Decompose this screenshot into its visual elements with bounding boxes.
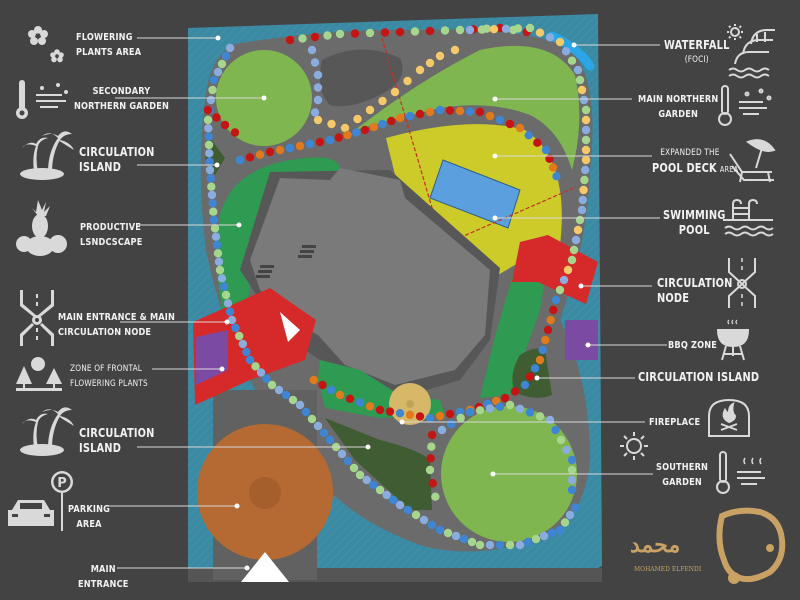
label-parking-area: PARKING AREA [68,502,110,532]
label-main-northern-garden: MAIN NORTHERN GARDEN [638,92,718,122]
label-line: MAIN NORTHERN [638,94,719,105]
label-line: FLOWERING PLANTS [70,379,148,389]
label-southern-garden: SOUTHERN GARDEN [656,460,708,490]
label-line: WATERFALL [664,38,730,52]
label-line: CIRCULATION NODE [58,327,152,338]
waterfall-icon [727,24,775,79]
label-circulation-island-2: CIRCULATION ISLAND [79,426,155,456]
label-line: POOL [678,223,710,237]
svg-text:ﻣﺤﻤﺪ: ﻣﺤﻤﺪ [630,532,680,558]
label-line: NODE [657,291,690,305]
leader-lines [108,37,667,569]
label-line: EXPANDED THE [660,148,720,158]
palm-island-icon-2 [20,407,74,456]
label-frontal-flowering: ZONE OF FRONTAL FLOWERING PLANTS [70,362,148,392]
fruits-icon [16,200,67,256]
pool-axis-line [381,37,577,246]
trees-sun-icon [16,357,62,391]
label-line: AREA [76,519,102,530]
label-line: GARDEN [662,477,702,488]
sunbed-umbrella-icon [729,139,776,183]
north-dark-bed [319,49,403,107]
label-fireplace: FIREPLACE [649,415,700,430]
label-line: SWIMMING [663,208,726,222]
label-line: CIRCULATION [657,276,733,290]
thermometer-wind-icon-2 [718,85,772,126]
label-line: MAIN [90,564,116,575]
label-line: FIREPLACE [649,417,701,428]
thermometer-heat-icon [716,451,765,494]
fireplace-icon [708,398,750,437]
planting-dots [203,23,591,550]
label-small: AREA [719,165,739,174]
label-bbq-zone: BBQ ZONE [668,338,717,353]
east-lawn [480,262,548,398]
label-line: LSNDCSCAPE [80,237,143,248]
label-line: ENTRANCE [78,579,129,590]
label-secondary-northern-garden: SECONDARY NORTHERN GARDEN [74,84,169,114]
label-main-entrance: MAIN ENTRANCE [78,562,129,592]
flowers-icon [28,26,64,63]
label-line: PRODUCTIVE [80,222,142,233]
label-waterfall: WATERFALL (FOCI) [664,38,730,68]
label-line: CIRCULATION [79,426,155,440]
label-line: CIRCULATION [79,145,155,159]
frontal-flowering-zone [196,330,228,385]
svg-text:P: P [57,476,67,491]
circulation-node-icon [20,290,54,346]
label-circulation-node: CIRCULATION NODE [657,276,733,306]
label-line: SOUTHERN [656,462,709,473]
label-line: ISLAND [79,441,122,455]
label-line: SECONDARY [92,86,151,97]
bbq-grill-icon [716,319,750,361]
designer-logo: ﻣﺤﻤﺪ [630,507,786,584]
label-line: BBQ ZONE [668,340,718,351]
label-line: (FOCI) [684,55,709,65]
thermometer-wind-icon [16,80,68,119]
label-line: PARKING [68,504,111,515]
label-line: CIRCULATION ISLAND [638,370,760,384]
leader-points [214,35,591,571]
label-flowering-plants-area: FLOWERING PLANTS AREA [76,30,141,60]
swimming-pool [429,159,521,229]
main-entrance-arrow-icon [241,552,289,582]
label-bold: POOL DECK [652,161,717,175]
pool-ladder-icon [723,198,774,237]
label-line: ISLAND [79,160,122,174]
label-circulation-island-1: CIRCULATION ISLAND [79,145,155,175]
palm-island-icon [20,131,74,180]
label-circulation-island-3: CIRCULATION ISLAND [638,370,759,385]
label-swimming-pool: SWIMMING POOL [663,208,725,238]
car-parking-icon: P [8,471,73,531]
label-line: GARDEN [658,109,699,120]
label-line: MAIN ENTRANCE & MAIN [58,312,176,323]
main-northern-garden-lawn [355,45,580,171]
entrance-arrow-icon [280,312,300,342]
label-line: PLANTS AREA [76,47,142,58]
label-main-entrance-node: MAIN ENTRANCE & MAIN CIRCULATION NODE [58,310,175,340]
label-line: FLOWERING [76,32,133,43]
waterfall [547,31,595,71]
label-line: NORTHERN GARDEN [74,101,169,112]
label-productive-landscape: PRODUCTIVE LSNDCSCAPE [80,220,142,250]
circulation-island-2 [325,418,432,510]
label-pool-deck: EXPANDED THE POOL DECK AREA [652,146,738,177]
sun-icon [620,432,648,460]
circulation-node-icon-2 [728,258,756,308]
designer-name: MOHAMED ELFENDI [634,566,702,573]
label-line: ZONE OF FRONTAL [70,364,143,374]
bbq-zone [565,320,598,360]
